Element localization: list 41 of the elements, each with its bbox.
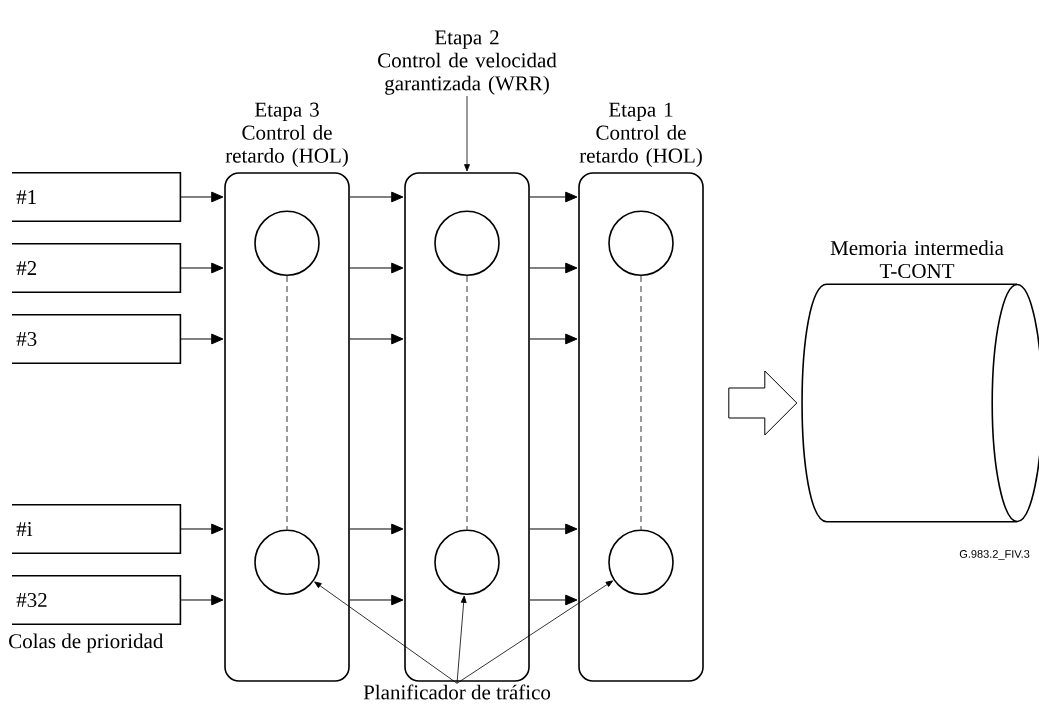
arrow: [179, 523, 224, 535]
arrow: [529, 333, 578, 345]
arrow: [529, 594, 578, 606]
block-arrow: [728, 370, 798, 436]
scheduler-circle: [254, 529, 320, 595]
arrow: [349, 594, 404, 606]
arrow: [179, 594, 224, 606]
figure-id: G.983.2_FIV.3: [959, 550, 1030, 560]
dashed-line: [466, 275, 468, 530]
stage-heading: Etapa 3 Control de retardo (HOL): [225, 102, 348, 167]
arrow: [349, 333, 404, 345]
queue-box: #3: [11, 314, 182, 364]
arrow: [349, 191, 404, 203]
arrow: [529, 523, 578, 535]
queue-box: #1: [11, 172, 182, 222]
leader-line: [456, 580, 614, 684]
arrow: [179, 191, 224, 203]
buffer-heading: Memoria intermedia T-CONT: [830, 240, 1004, 279]
arrow: [179, 333, 224, 345]
scheduler-circle: [434, 529, 500, 595]
arrow: [179, 262, 224, 274]
leader-line: [464, 95, 470, 172]
scheduler-column: [404, 172, 530, 682]
dashed-line: [640, 275, 642, 530]
leader-line: [314, 581, 458, 684]
arrow: [529, 262, 578, 274]
arrow: [349, 523, 404, 535]
queue-box: #32: [11, 575, 182, 625]
scheduler-circle: [608, 529, 674, 595]
arrow: [349, 262, 404, 274]
queue-box: #i: [11, 504, 182, 554]
scheduler-circle: [254, 210, 320, 276]
caption-text: Planificador de tráfico: [363, 684, 551, 700]
stage-heading: Etapa 1 Control de retardo (HOL): [579, 102, 702, 167]
scheduler-circle: [608, 210, 674, 276]
stage-heading: Etapa 2 Control de velocidad garantizada (WRR): [378, 30, 557, 95]
leader-line: [456, 595, 467, 684]
scheduler-circle: [434, 210, 500, 276]
arrow: [529, 191, 578, 203]
dashed-line: [286, 275, 288, 530]
queue-box: #2: [11, 243, 182, 293]
